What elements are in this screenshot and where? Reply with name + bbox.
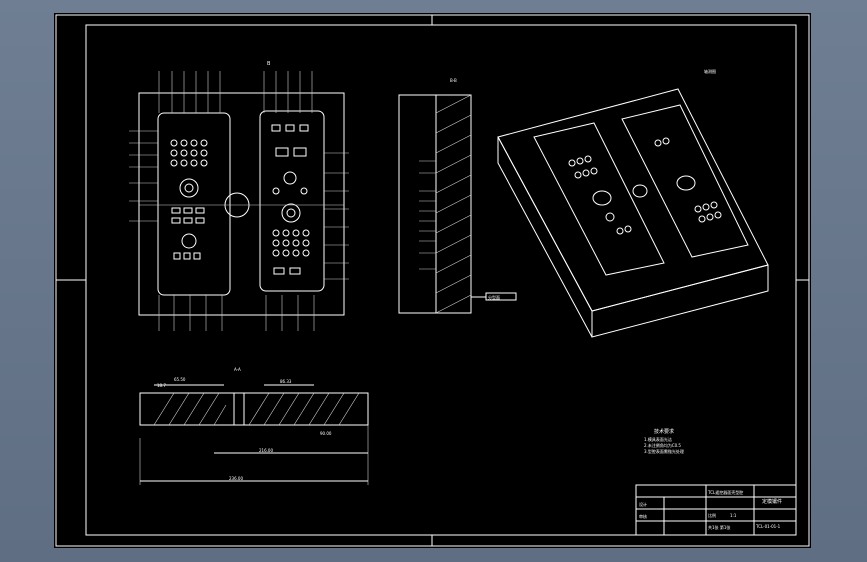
- section-hatch: [435, 94, 472, 314]
- dim-left-top: 65.50: [174, 377, 186, 382]
- parting-callout-text: 分型面: [488, 294, 500, 300]
- remote-outline-right: [259, 110, 325, 292]
- iso-buttons-left: [568, 155, 632, 235]
- iso-sprue-hole: [632, 184, 648, 198]
- scale-value: 1:1: [730, 513, 737, 518]
- front-view-block: [138, 92, 345, 316]
- side-view-section: [435, 94, 472, 314]
- iso-buttons-right: [654, 137, 722, 223]
- iso-front-face: [591, 264, 769, 338]
- sheet-label: 共1张 第1张: [708, 524, 730, 530]
- isometric-view: 轴测图: [497, 68, 769, 338]
- front-dim-leaders: [129, 71, 349, 331]
- drawing-no: TCL-01-01-1: [755, 524, 781, 529]
- bottom-part-outline: [139, 392, 369, 426]
- side-section-view: 分型面 B-B: [398, 78, 517, 314]
- checker-label: 审核: [639, 513, 647, 519]
- title-block: TCL遥控器面壳型腔 定模镶件 TCL-01-01-1 比例 1:1 共1张 第…: [635, 484, 797, 536]
- notes-line-1: 1.模具表面光洁: [644, 436, 672, 442]
- dim-small: 18.7: [157, 383, 166, 388]
- drawing-title: 定模镶件: [762, 498, 782, 505]
- drawing-canvas: B: [55, 14, 810, 547]
- dim-total-width: 236.00: [229, 476, 243, 481]
- iso-cavity-right: [621, 104, 749, 258]
- notes-line-3: 3.型腔表面需抛光处理: [644, 448, 684, 454]
- bottom-hatch: [153, 392, 360, 426]
- front-view: B: [129, 61, 349, 331]
- bottom-section-view: 236.00 216.00 65.50 18.7 86.33 90.00 A-A: [139, 367, 369, 485]
- notes-line-2: 2.未注倒角均为C0.5: [644, 442, 681, 448]
- button-grid-right: [271, 124, 310, 275]
- remote-outline-left: [157, 112, 231, 296]
- side-dim-lines: [419, 160, 436, 270]
- button-grid-left: [170, 139, 208, 260]
- dim-inner-width: 216.00: [259, 448, 273, 453]
- inner-frame: [85, 24, 797, 536]
- iso-left-face: [497, 136, 593, 338]
- title-block-frame: [635, 484, 797, 536]
- scale-label: 比例: [708, 512, 716, 518]
- part-name: TCL遥控器面壳型腔: [707, 489, 743, 495]
- notes-title: 技术要求: [654, 428, 674, 435]
- iso-label: 轴测图: [704, 68, 716, 74]
- technical-notes: 技术要求 1.模具表面光洁 2.未注倒角均为C0.5 3.型腔表面需抛光处理: [644, 428, 684, 454]
- view-label-aa: A-A: [234, 367, 241, 372]
- bottom-sprue-slot: [233, 392, 245, 426]
- dim-right: 86.33: [280, 379, 292, 384]
- view-label-b: B: [267, 61, 271, 67]
- dim-part-height: 90.00: [320, 431, 332, 436]
- drawing-sheet: B: [54, 13, 811, 548]
- designer-label: 设计: [639, 501, 647, 507]
- view-label-bb: B-B: [450, 78, 457, 83]
- iso-cavity-left: [533, 122, 665, 276]
